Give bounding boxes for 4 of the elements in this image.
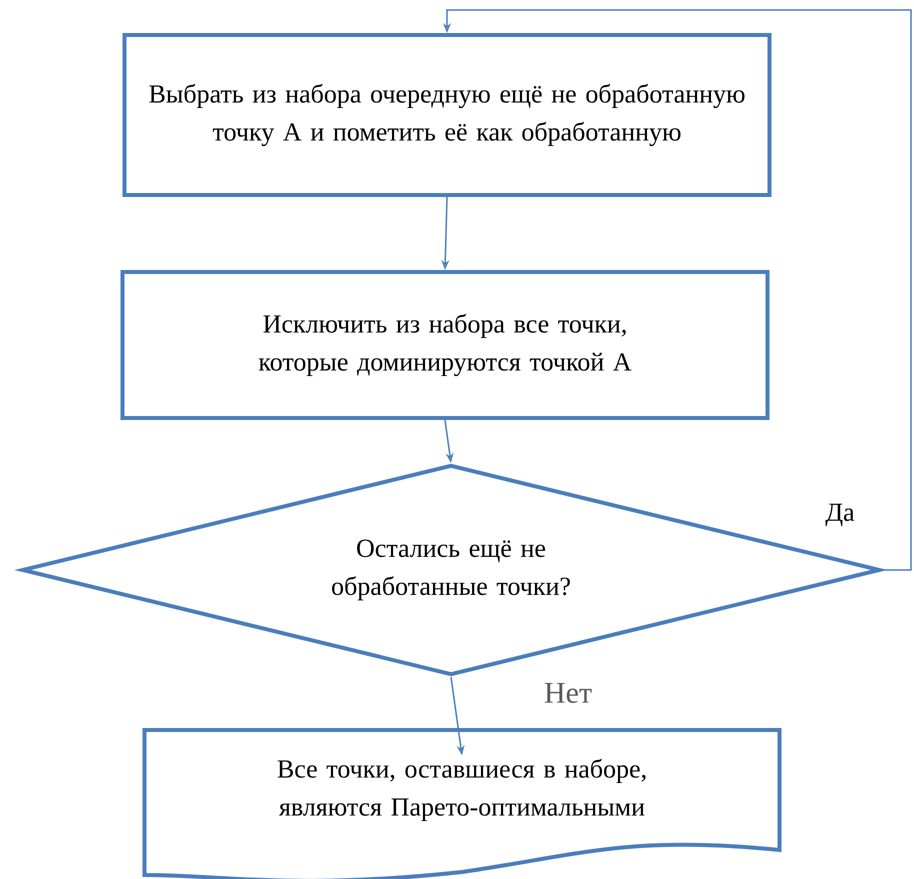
edge-label: Да xyxy=(826,504,854,526)
process-box: Выбрать из набора очередную ещё не обработанную точку А и пометить её как обработанную xyxy=(122,33,772,197)
process-box: Исключить из набора все точки, которые доминируются точкой А xyxy=(120,270,770,420)
edge-label: Нет xyxy=(544,683,592,703)
